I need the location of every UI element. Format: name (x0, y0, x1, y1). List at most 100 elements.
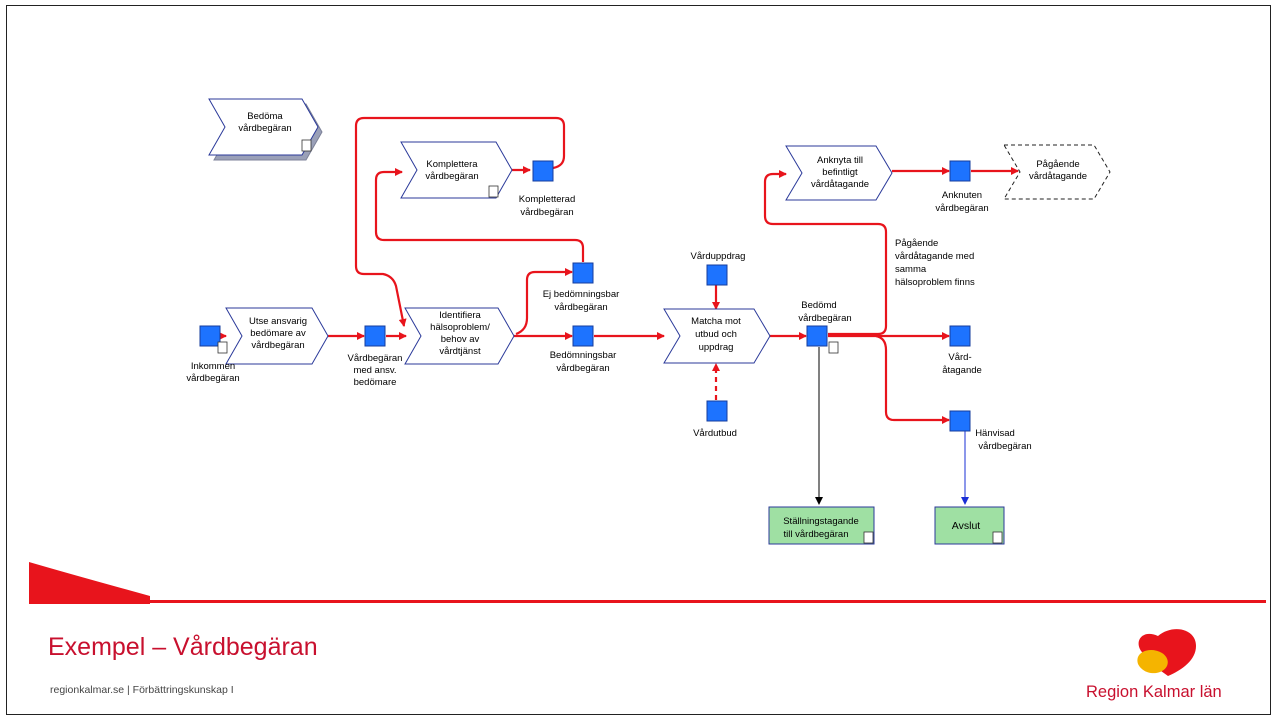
event-label-line: med ansv. (353, 365, 396, 376)
event-label-line: Ej bedömningsbar (543, 289, 620, 300)
end-box-label-line: Ställningstagande (783, 516, 859, 527)
event-hanvisad: Hänvisad vårdbegäran (949, 410, 1032, 452)
function-label-line: Bedöma (247, 111, 283, 122)
red-swoosh (29, 562, 1266, 604)
event-label-line: Bedömningsbar (550, 350, 617, 361)
flow-bedomd-anknyta (763, 170, 888, 336)
flow-bedomd-hanvisad (875, 334, 950, 424)
event-label-line: vårdbegäran (935, 203, 988, 214)
event-label-line: vårdbegäran (186, 373, 239, 384)
function-label-line: Matcha mot (691, 316, 741, 327)
event-bedomningsbar: Bedömningsbar vårdbegäran (550, 325, 617, 374)
event-label-line: vårdbegäran (556, 363, 609, 374)
function-label-line: behov av (441, 334, 480, 345)
function-label-line: Identifiera (439, 310, 481, 321)
document-icon (488, 185, 499, 198)
condition-pagaende-finns: Pågående vårdåtagande med samma hälsoproble… (895, 238, 975, 288)
function-label-line: Utse ansvarig (249, 316, 307, 327)
function-label-line: hälsoproblem/ (430, 322, 490, 333)
svg-text:Vårdutbud: Vårdutbud (693, 428, 737, 439)
function-label-line: vårdbegäran (251, 340, 304, 351)
slide-title: Exempel – Vårdbegäran (48, 633, 318, 661)
function-label-line: uppdrag (699, 342, 734, 353)
end-box-label-line: Avslut (952, 520, 980, 532)
condition-label-line: samma (895, 264, 927, 275)
function-label-line: vårdtjänst (439, 346, 481, 357)
event-label-line: Hänvisad (975, 428, 1015, 439)
event-label-line: Vårduppdrag (691, 251, 746, 262)
end-box-stallningstagande: Ställningstagande till vårdbegäran (768, 506, 875, 545)
logo-heart-icon (1137, 629, 1196, 676)
end-box-label-line: till vårdbegäran (784, 529, 849, 540)
function-label-line: Pågående (1036, 159, 1079, 170)
condition-label-line: vårdåtagande med (895, 251, 974, 262)
event-vardatagande: Vård-åtagande (942, 325, 982, 376)
function-label-line: bedömare av (250, 328, 306, 339)
function-label-line: Komplettera (426, 159, 478, 170)
document-icon (301, 139, 312, 152)
svg-text:Avslut: Avslut (952, 520, 980, 532)
event-label-line: vårdbegäran (520, 207, 573, 218)
event-bedomd: Bedömd vårdbegäran (798, 300, 852, 354)
svg-text:Vårduppdrag: Vårduppdrag (691, 251, 746, 262)
function-label-line: vårdåtagande (1029, 171, 1087, 182)
logo-text: Region Kalmar län (1086, 683, 1222, 701)
condition-label-line: Pågående (895, 238, 938, 249)
event-vardutbud: Vårdutbud (693, 400, 737, 439)
slide-footer: regionkalmar.se | Förbättringskunskap I (50, 684, 234, 696)
event-ej-bedomningsbar: Ej bedömningsbar vårdbegäran (543, 262, 620, 313)
event-label-line: vårdbegäran (978, 441, 1031, 452)
function-matcha: Matcha mot utbud och uppdrag (663, 308, 771, 364)
event-label-line: vårdbegäran (554, 302, 607, 313)
function-label-line: vårdbegäran (425, 171, 478, 182)
flow-identifiera-ejbedomningsbar (515, 268, 573, 336)
event-label-line: Vårdutbud (693, 428, 737, 439)
function-label-line: vårdbegäran (238, 123, 291, 134)
end-box-avslut: Avslut (934, 506, 1005, 545)
event-label-line: vårdbegäran (798, 313, 851, 324)
function-label-line: vårdåtagande (811, 179, 869, 190)
flow-ejbedomningsbar-komplettera (374, 168, 585, 262)
event-label-line: bedömare (354, 377, 397, 388)
event-anknuten: Anknuten vårdbegäran (935, 160, 989, 214)
function-label-line: utbud och (695, 329, 737, 340)
condition-label-line: hälsoproblem finns (895, 277, 975, 288)
function-label-line: Anknyta till (817, 155, 863, 166)
event-label-line: Vårdbegäran (348, 353, 403, 364)
event-label-line: Anknuten (942, 190, 982, 201)
event-label-line: åtagande (942, 365, 982, 376)
event-label-line: Bedömd (801, 300, 836, 311)
event-label-line: Inkommen (191, 361, 235, 372)
connectors (219, 116, 1019, 505)
function-label-line: befintligt (822, 167, 858, 178)
event-label-line: Vård- (948, 352, 971, 363)
slide-frame (6, 5, 1271, 715)
